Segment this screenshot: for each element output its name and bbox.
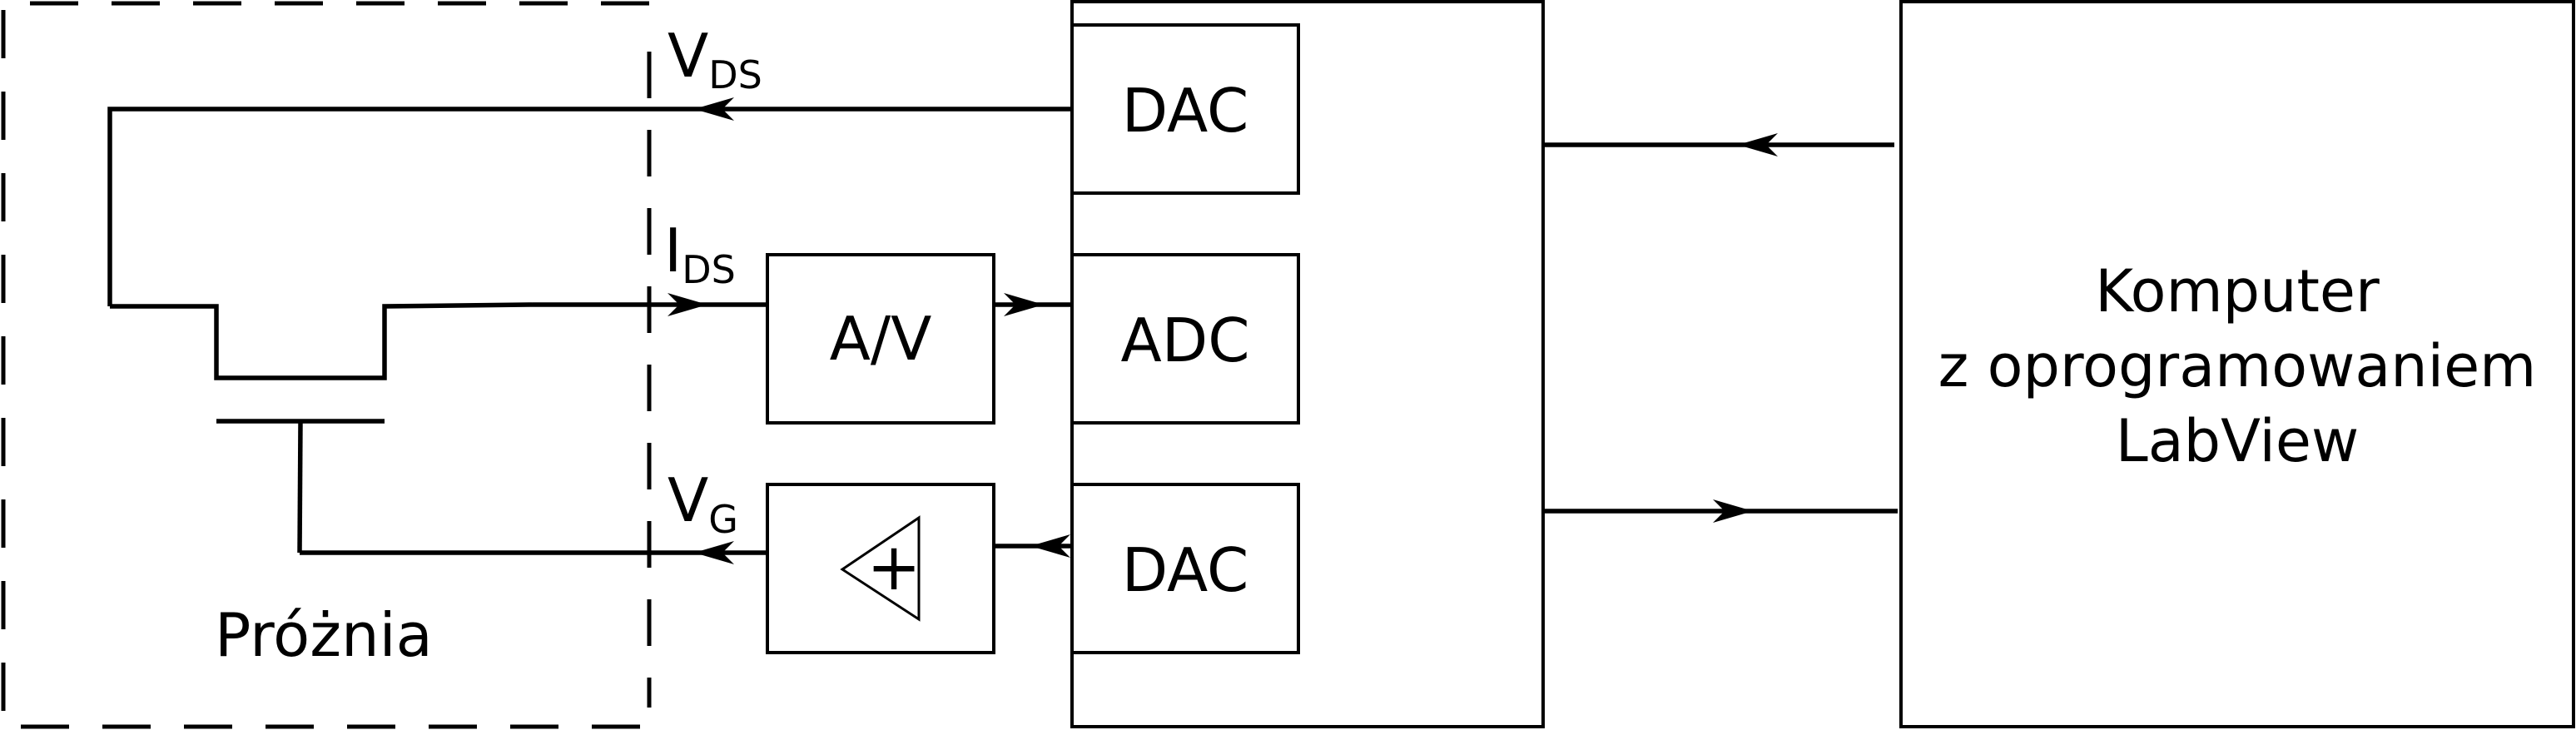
ids-arrow <box>668 293 707 316</box>
av-converter-label: A/V <box>830 304 932 374</box>
adc-block: ADC <box>1070 253 1300 425</box>
computer-block: Komputer z oprogramowaniem LabView <box>1899 0 2575 728</box>
vacuum-label: Próżnia <box>215 600 433 670</box>
dac-bottom-block: DAC <box>1070 483 1300 654</box>
computer-to-daq-wire <box>1543 133 1894 156</box>
vds-label: VDS <box>668 21 762 97</box>
transistor-channel <box>110 302 534 380</box>
dac-top-label: DAC <box>1122 76 1248 146</box>
vds-arrow <box>694 97 734 121</box>
dac-to-amplifier-arrow <box>1030 534 1070 558</box>
av-converter-block: A/V <box>766 253 995 425</box>
vg-wire <box>300 541 767 564</box>
vg-label: VG <box>668 465 738 542</box>
daq-to-computer-arrow <box>1713 499 1753 523</box>
amplifier-plus-sign: + <box>866 530 921 605</box>
computer-label-line1: Komputer <box>2095 257 2380 325</box>
vg-arrow <box>694 541 734 564</box>
ids-label: IDS <box>664 216 736 292</box>
dac-to-amplifier-wire <box>994 534 1072 558</box>
vacuum-chamber-boundary <box>1 1 649 729</box>
ids-wire <box>533 293 767 316</box>
amplifier-triangle-icon <box>840 515 921 622</box>
dac-bottom-label: DAC <box>1122 535 1248 605</box>
daq-to-computer-wire <box>1543 499 1898 523</box>
computer-label-line2: z oprogramowaniem <box>1938 332 2537 400</box>
av-to-adc-wire <box>994 293 1072 316</box>
computer-to-daq-arrow <box>1738 133 1778 156</box>
vds-wire <box>107 97 1072 306</box>
adc-label: ADC <box>1121 305 1250 375</box>
transistor-symbol <box>110 302 534 554</box>
amplifier-block: + <box>766 483 995 654</box>
dac-top-block: DAC <box>1070 23 1300 195</box>
av-to-adc-arrow <box>1004 293 1044 316</box>
computer-label-line3: LabView <box>2116 407 2359 475</box>
